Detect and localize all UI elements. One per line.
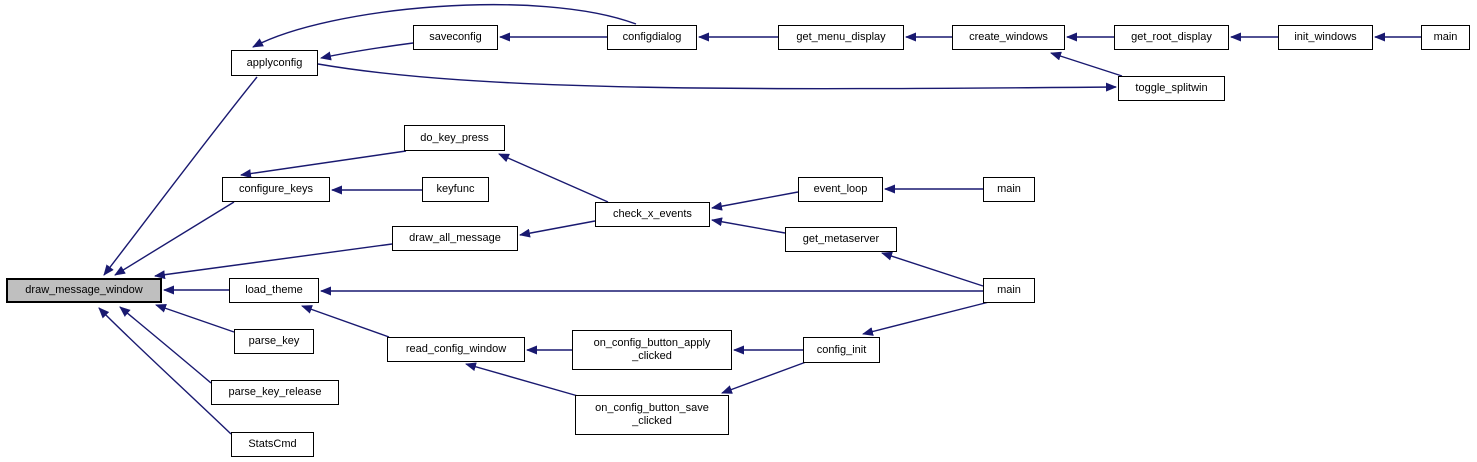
edge-event_loop-check_x_events	[711, 191, 799, 211]
node-StatsCmd[interactable]: StatsCmd	[231, 432, 314, 457]
node-do_key_press[interactable]: do_key_press	[404, 125, 505, 151]
node-create_windows[interactable]: create_windows	[952, 25, 1065, 50]
edge-config_init-on_config_button_save_clicked	[721, 361, 807, 394]
edge-do_key_press-configure_keys	[240, 150, 407, 179]
edge-parse_key_release-draw_message_window	[119, 306, 212, 384]
edge-toggle_splitwin-create_windows	[1050, 51, 1123, 77]
node-main-right[interactable]: main	[983, 278, 1035, 303]
edge-check_x_events-draw_all_message	[519, 220, 596, 238]
edge-StatsCmd-draw_message_window	[98, 307, 232, 435]
node-main-top[interactable]: main	[1421, 25, 1470, 50]
node-keyfunc[interactable]: keyfunc	[422, 177, 489, 202]
edge-main_right-get_metaserver	[881, 251, 984, 287]
node-on_config_button_save_clicked[interactable]: on_config_button_save _clicked	[575, 395, 729, 435]
node-config_init[interactable]: config_init	[803, 337, 880, 363]
node-check_x_events[interactable]: check_x_events	[595, 202, 710, 227]
edge-configure_keys-draw_message_window	[114, 201, 235, 276]
node-get_menu_display[interactable]: get_menu_display	[778, 25, 904, 50]
edge-applyconfig-toggle_splitwin	[317, 63, 1117, 92]
node-configure_keys[interactable]: configure_keys	[222, 177, 330, 202]
edge-main_right-config_init	[862, 301, 990, 336]
node-applyconfig[interactable]: applyconfig	[231, 50, 318, 76]
edge-on_config_button_save_clicked-read_config_window	[465, 362, 579, 397]
edge-draw_all_message-draw_message_window	[154, 243, 393, 280]
edge-applyconfig-draw_message_window	[103, 76, 258, 276]
node-load_theme[interactable]: load_theme	[229, 278, 319, 303]
node-get_root_display[interactable]: get_root_display	[1114, 25, 1229, 50]
edge-saveconfig-applyconfig	[320, 42, 414, 61]
node-configdialog[interactable]: configdialog	[607, 25, 697, 50]
edge-configdialog-applyconfig	[252, 3, 637, 48]
node-event_loop[interactable]: event_loop	[798, 177, 883, 202]
edge-parse_key-draw_message_window	[155, 304, 235, 333]
node-draw_all_message[interactable]: draw_all_message	[392, 226, 518, 251]
node-toggle_splitwin[interactable]: toggle_splitwin	[1118, 76, 1225, 101]
edge-check_x_events-do_key_press	[498, 153, 609, 203]
node-read_config_window[interactable]: read_config_window	[387, 337, 525, 362]
edge-read_config_window-load_theme	[301, 305, 390, 338]
node-on_config_button_apply_clicked[interactable]: on_config_button_apply _clicked	[572, 330, 732, 370]
node-main-event[interactable]: main	[983, 177, 1035, 202]
edge-get_metaserver-check_x_events	[711, 217, 786, 234]
node-init_windows[interactable]: init_windows	[1278, 25, 1373, 50]
node-parse_key[interactable]: parse_key	[234, 329, 314, 354]
node-saveconfig[interactable]: saveconfig	[413, 25, 498, 50]
node-parse_key_release[interactable]: parse_key_release	[211, 380, 339, 405]
node-draw_message_window: draw_message_window	[6, 278, 162, 303]
node-get_metaserver[interactable]: get_metaserver	[785, 227, 897, 252]
